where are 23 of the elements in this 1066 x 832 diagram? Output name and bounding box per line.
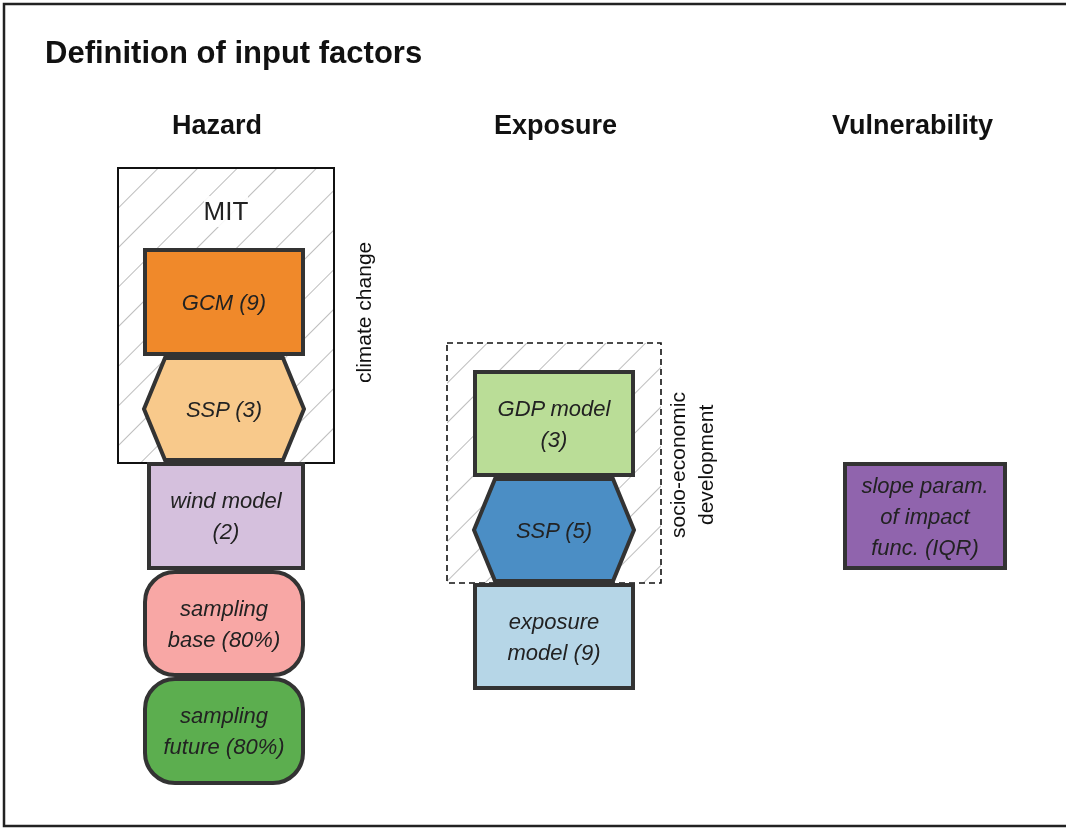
box-node bbox=[143, 248, 305, 356]
side-caption: socio-economic development bbox=[665, 391, 718, 540]
node-label: MIT bbox=[203, 196, 249, 227]
side-caption: climate change bbox=[351, 240, 376, 385]
column-heading: Exposure bbox=[494, 110, 618, 141]
column-heading: Vulnerability bbox=[832, 110, 994, 141]
node-label: SSP (5) bbox=[515, 516, 593, 545]
node-label: slope param. of impact func. (IQR) bbox=[860, 471, 990, 562]
box-node bbox=[843, 462, 1007, 570]
rounded-node bbox=[143, 677, 305, 785]
node-label: GCM (9) bbox=[181, 288, 267, 317]
box-node bbox=[473, 583, 635, 690]
node-label: exposure model (9) bbox=[506, 607, 602, 667]
node-label: wind model (2) bbox=[169, 487, 283, 546]
node-label: sampling future (80%) bbox=[162, 702, 286, 761]
box-node bbox=[473, 370, 635, 477]
node-label: SSP (3) bbox=[185, 395, 263, 424]
dashed-hatched-group-box bbox=[447, 343, 661, 583]
hatched-group-box bbox=[118, 168, 334, 463]
column-heading: Hazard bbox=[172, 110, 263, 141]
node-label: sampling base (80%) bbox=[166, 594, 282, 654]
node-label: GDP model (3) bbox=[496, 394, 612, 454]
diagram-title: Definition of input factors bbox=[45, 35, 423, 71]
